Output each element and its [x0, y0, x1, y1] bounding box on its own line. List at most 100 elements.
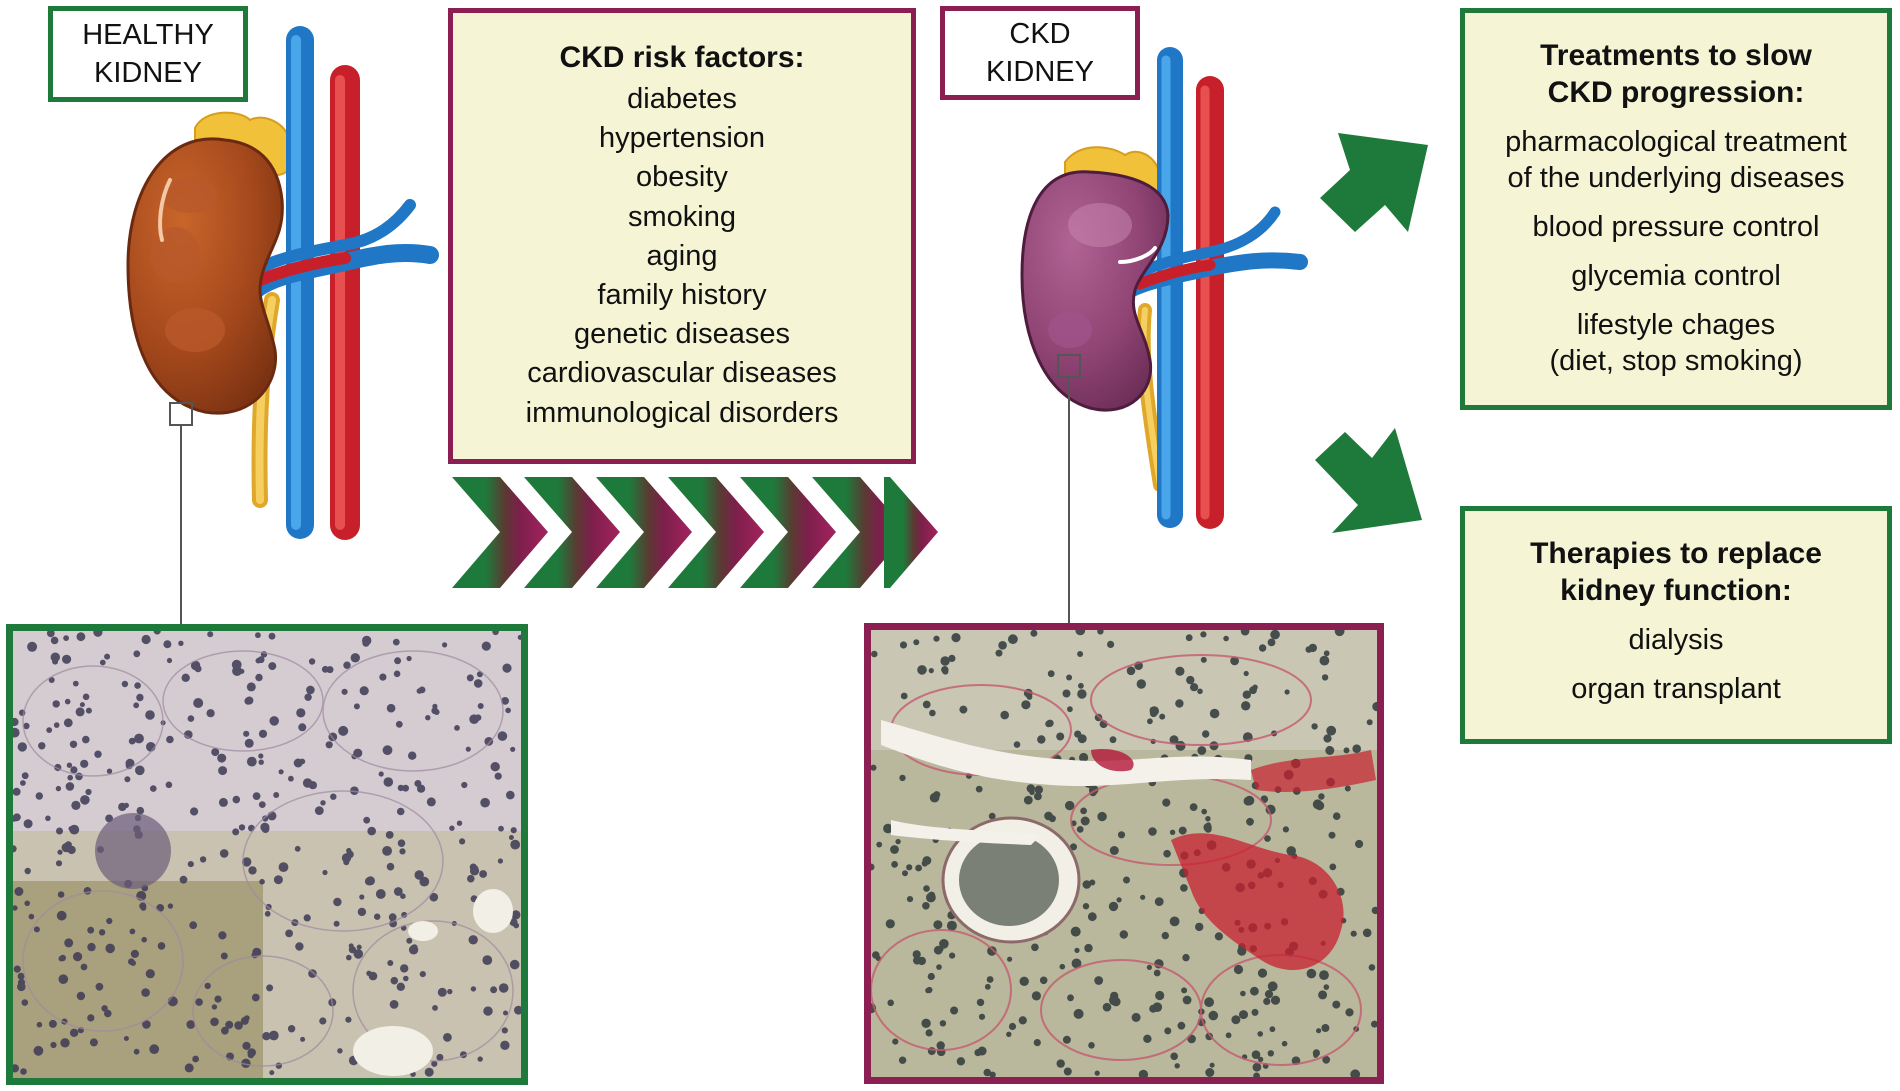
- cell-nucleus: [482, 955, 493, 965]
- cell-nucleus: [362, 639, 370, 647]
- cell-nucleus: [13, 965, 21, 973]
- treatment-item: pharmacological treatment: [1505, 126, 1847, 158]
- cell-nucleus: [1368, 964, 1376, 971]
- cell-nucleus: [1164, 1027, 1172, 1035]
- cell-nucleus: [1155, 990, 1165, 1001]
- cell-nucleus: [57, 849, 63, 855]
- cell-nucleus: [1322, 1055, 1331, 1064]
- cell-nucleus: [50, 636, 59, 645]
- cell-nucleus: [325, 741, 333, 749]
- healthy-histology-image: [13, 631, 521, 1078]
- cell-nucleus: [1326, 725, 1337, 736]
- cell-nucleus: [375, 889, 386, 899]
- cell-nucleus: [1242, 690, 1251, 699]
- cell-nucleus: [57, 891, 65, 898]
- treatments-title-line2: CKD progression:: [1547, 76, 1805, 109]
- cell-nucleus: [345, 1016, 352, 1023]
- cell-nucleus: [509, 918, 518, 927]
- cell-nucleus: [1018, 1016, 1027, 1025]
- cell-nucleus: [69, 740, 78, 748]
- cell-nucleus: [1230, 656, 1239, 666]
- cell-nucleus: [141, 936, 147, 943]
- cell-nucleus: [939, 939, 949, 949]
- cell-nucleus: [1021, 700, 1031, 710]
- cell-nucleus: [1186, 675, 1195, 685]
- cell-nucleus: [929, 709, 936, 717]
- cell-nucleus: [425, 715, 431, 721]
- cell-nucleus: [490, 762, 500, 772]
- cell-nucleus: [1250, 986, 1259, 996]
- cell-nucleus: [141, 634, 151, 645]
- cell-nucleus: [320, 800, 326, 806]
- cell-nucleus: [258, 759, 264, 765]
- cell-nucleus: [85, 788, 92, 796]
- cell-nucleus: [379, 673, 387, 681]
- cell-nucleus: [1123, 876, 1130, 884]
- replacement-therapies-box: Therapies to replace kidney function: di…: [1460, 506, 1892, 744]
- cell-nucleus: [252, 947, 262, 957]
- cell-nucleus: [241, 1058, 251, 1068]
- cell-nucleus: [928, 668, 934, 674]
- cell-nucleus: [1231, 1015, 1241, 1025]
- cell-nucleus: [244, 1015, 250, 1021]
- cell-nucleus: [357, 907, 367, 917]
- cell-nucleus: [1079, 752, 1089, 763]
- cell-nucleus: [468, 935, 478, 945]
- cell-nucleus: [211, 1004, 218, 1010]
- cell-nucleus: [1318, 990, 1328, 1000]
- cell-nucleus: [178, 640, 184, 646]
- cell-nucleus: [79, 702, 85, 708]
- cell-nucleus: [975, 785, 983, 793]
- cell-nucleus: [509, 959, 520, 970]
- cell-nucleus: [287, 1025, 296, 1033]
- cell-nucleus: [165, 781, 173, 789]
- cell-nucleus: [502, 663, 512, 673]
- cell-nucleus: [393, 670, 401, 678]
- cell-nucleus: [1185, 634, 1193, 642]
- cell-nucleus: [1269, 1026, 1276, 1033]
- cell-nucleus: [46, 631, 55, 638]
- cell-nucleus: [1267, 981, 1278, 992]
- cell-nucleus: [501, 1027, 508, 1034]
- cell-nucleus: [1181, 987, 1188, 994]
- cell-nucleus: [364, 877, 374, 886]
- cell-nucleus: [1030, 630, 1038, 637]
- replacement-title-line2: kidney function:: [1560, 574, 1792, 607]
- arrow-to-treatments: [1320, 133, 1428, 232]
- cell-nucleus: [136, 806, 145, 815]
- cell-nucleus: [1205, 816, 1211, 822]
- cell-nucleus: [484, 737, 494, 746]
- cell-nucleus: [1063, 1067, 1072, 1076]
- treatment-item: blood pressure control: [1532, 211, 1820, 243]
- cell-nucleus: [892, 1038, 899, 1045]
- cell-nucleus: [395, 720, 403, 728]
- cell-nucleus: [899, 641, 908, 649]
- cell-nucleus: [1062, 689, 1071, 698]
- cell-nucleus: [67, 774, 73, 781]
- cell-nucleus: [396, 982, 405, 991]
- cell-nucleus: [1180, 884, 1188, 892]
- cell-nucleus: [1148, 827, 1157, 836]
- cell-nucleus: [264, 910, 271, 917]
- cell-nucleus: [871, 650, 878, 658]
- cell-nucleus: [80, 795, 90, 805]
- cell-nucleus: [266, 984, 274, 992]
- cell-nucleus: [887, 999, 894, 1007]
- cell-nucleus: [871, 863, 875, 871]
- cell-nucleus: [105, 943, 115, 954]
- cell-nucleus: [1082, 880, 1092, 889]
- cell-nucleus: [262, 815, 269, 822]
- cell-nucleus: [1208, 1010, 1219, 1021]
- cell-nucleus: [1246, 817, 1254, 826]
- cell-nucleus: [492, 631, 499, 636]
- ckd-kidney-label-line2: KIDNEY: [986, 56, 1094, 88]
- cell-nucleus: [13, 787, 21, 796]
- cell-nucleus: [1209, 1062, 1215, 1068]
- cell-nucleus: [288, 775, 294, 782]
- cell-nucleus: [58, 974, 69, 984]
- cell-nucleus: [1175, 699, 1184, 708]
- arrow-to-replacement: [1315, 428, 1422, 533]
- cell-nucleus: [238, 824, 246, 831]
- cell-nucleus: [104, 1009, 112, 1018]
- cell-nucleus: [1318, 793, 1325, 800]
